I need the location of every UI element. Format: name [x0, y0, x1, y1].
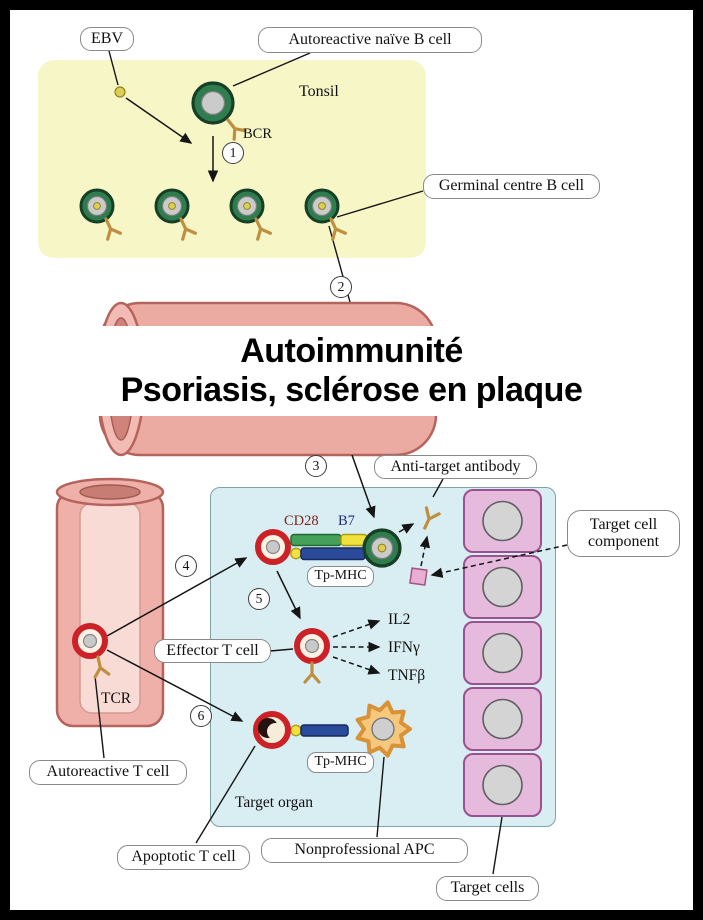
step-4-marker: 4: [175, 555, 197, 577]
b7-label: B7: [338, 513, 355, 529]
step-6-marker: 6: [190, 705, 212, 727]
target-organ-label: Target organ: [235, 794, 313, 811]
ifn-gamma-label: IFNγ: [388, 639, 420, 656]
step-1-marker: 1: [222, 142, 244, 164]
germinal-b-cell-4: [304, 188, 340, 224]
target-cells-label: Target cells: [436, 876, 539, 901]
tnf-beta-label: TNFβ: [388, 667, 426, 684]
tb-interaction-complex: [258, 506, 441, 586]
target-cell-component-label: Target cell component: [567, 510, 680, 557]
effector-t-cell-graphic: [297, 631, 327, 661]
autoreactive-t-cell-graphic: [258, 532, 288, 562]
target-cell: [463, 753, 542, 817]
dashed-arrows: [332, 535, 568, 675]
tp-mhc-label-top: Tp-MHC: [307, 566, 374, 587]
naive-b-cell: [191, 81, 235, 125]
tcr-knob: [290, 547, 302, 560]
title-line-2: Psoriasis, sclérose en plaque: [120, 371, 583, 409]
autoreactive-naive-b-cell-label: Autoreactive naïve B cell: [258, 27, 482, 53]
il2-label: IL2: [388, 611, 411, 628]
target-cell-component-square: [409, 567, 428, 586]
infected-b-cell-graphic: [362, 528, 402, 568]
tcr-knob: [290, 724, 302, 737]
ebv-particle: [114, 86, 126, 98]
tp-mhc-molecule: [300, 547, 366, 561]
circulating-t-cell-graphic: [75, 626, 105, 656]
anti-target-antibody-icon: [416, 506, 441, 533]
title-overlay: Autoimmunité Psoriasis, sclérose en plaq…: [20, 326, 683, 416]
target-cell: [463, 555, 542, 619]
ebv-label: EBV: [80, 27, 134, 51]
target-cells-column: [463, 489, 542, 817]
germinal-b-cell-1: [79, 188, 115, 224]
nonprofessional-apc-graphic: [355, 700, 412, 758]
solid-arrows: [106, 97, 415, 722]
title-line-1: Autoimmunité: [240, 331, 463, 370]
cd28-molecule: [290, 533, 342, 547]
effector-t-cell-label: Effector T cell: [154, 639, 271, 663]
tp-mhc-molecule: [300, 724, 349, 737]
germinal-b-cell-row: [79, 188, 347, 241]
blood-vessel-vertical: [55, 477, 165, 728]
germinal-b-cell-2: [154, 188, 190, 224]
anti-target-antibody-label: Anti-target antibody: [374, 455, 537, 479]
nonprofessional-apc-label: Nonprofessional APC: [261, 838, 468, 863]
germinal-centre-b-cell-label: Germinal centre B cell: [423, 174, 600, 199]
germinal-b-cell-3: [229, 188, 265, 224]
target-cell: [463, 489, 542, 553]
step-3-marker: 3: [305, 455, 327, 477]
autoreactive-t-cell-label: Autoreactive T cell: [29, 760, 187, 785]
apoptotic-t-cell-graphic: [253, 711, 291, 749]
tonsil-label: Tonsil: [299, 83, 339, 100]
step-2-marker: 2: [330, 276, 352, 298]
target-cell: [463, 621, 542, 685]
step-5-marker: 5: [248, 588, 270, 610]
target-cell-component-line1: Target cell: [589, 515, 658, 533]
target-cell: [463, 687, 542, 751]
apoptosis-complex: [253, 700, 412, 758]
tp-mhc-label-bottom: Tp-MHC: [307, 752, 374, 773]
tcr-label: TCR: [101, 690, 132, 707]
target-cell-component-line2: component: [587, 532, 660, 550]
bcr-label: BCR: [243, 126, 273, 142]
cd28-label: CD28: [284, 513, 319, 529]
apoptotic-t-cell-label: Apoptotic T cell: [117, 845, 250, 870]
tcr-receptor-icon: [303, 661, 321, 684]
